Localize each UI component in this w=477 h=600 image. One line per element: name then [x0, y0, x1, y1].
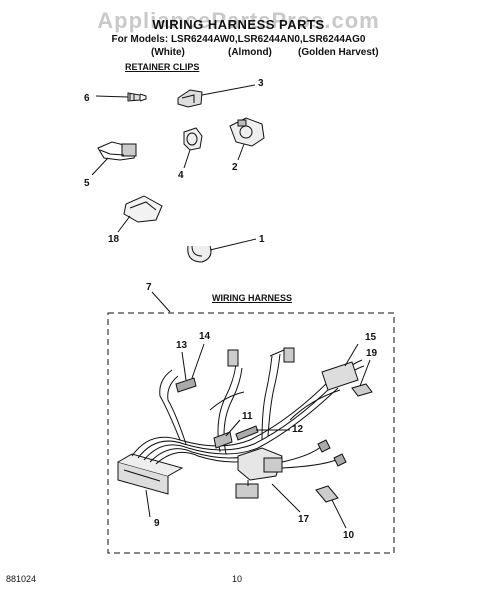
callout-19: 19: [366, 348, 378, 359]
callout-4: 4: [178, 170, 184, 181]
callout-11: 11: [242, 411, 253, 422]
callout-6: 6: [84, 93, 90, 104]
watermark: AppliancePartsPros.com: [97, 8, 380, 33]
part-terminal-c: [317, 439, 331, 453]
callout-2: 2: [232, 162, 238, 173]
callout-10: 10: [343, 530, 355, 541]
document-code: 881024: [6, 574, 37, 584]
variant-golden-harvest: (Golden Harvest): [298, 47, 379, 58]
part-5-clip: [91, 141, 137, 176]
part-3-clip: [177, 84, 256, 108]
callout-5: 5: [84, 178, 90, 189]
part-4-clip: [183, 127, 203, 169]
part-1-clip: [187, 238, 257, 263]
retainer-clips-label: RETAINER CLIPS: [125, 62, 200, 72]
page-title: WIRING HARNESS PARTS: [152, 17, 325, 32]
part-terminal-a: [227, 349, 239, 367]
part-6-screw: [95, 92, 147, 102]
part-18-clip: [117, 195, 163, 233]
part-15-connector: [321, 343, 359, 391]
page-number: 10: [232, 574, 243, 584]
part-terminal-b: [283, 347, 295, 363]
harness-group-box: [107, 312, 395, 554]
part-10-terminal: [315, 485, 347, 529]
callout-3: 3: [258, 78, 264, 89]
callout-14: 14: [199, 331, 211, 342]
callout-13: 13: [176, 340, 188, 351]
part-11-connector: [213, 419, 241, 449]
wiring-harness-label: WIRING HARNESS: [212, 293, 293, 303]
callout-17: 17: [298, 514, 310, 525]
callout-15: 15: [365, 332, 377, 343]
model-numbers: For Models: LSR6244AW0,LSR6244AN0,LSR624…: [111, 34, 366, 45]
part-12-terminals: [235, 425, 290, 441]
callout-12: 12: [292, 424, 304, 435]
callout-18: 18: [108, 234, 120, 245]
callout-7: 7: [146, 282, 152, 293]
part-13-14-connectors: [175, 343, 205, 393]
part-17-plugs: [235, 445, 337, 513]
variant-white: (White): [151, 47, 185, 58]
part-2-clip: [229, 117, 265, 161]
part-19-terminal: [351, 359, 373, 397]
callout-1: 1: [259, 234, 265, 245]
callout-9: 9: [154, 518, 160, 529]
part-terminal-d: [333, 453, 347, 467]
part-9-connector: [117, 453, 184, 518]
variant-almond: (Almond): [228, 47, 272, 58]
